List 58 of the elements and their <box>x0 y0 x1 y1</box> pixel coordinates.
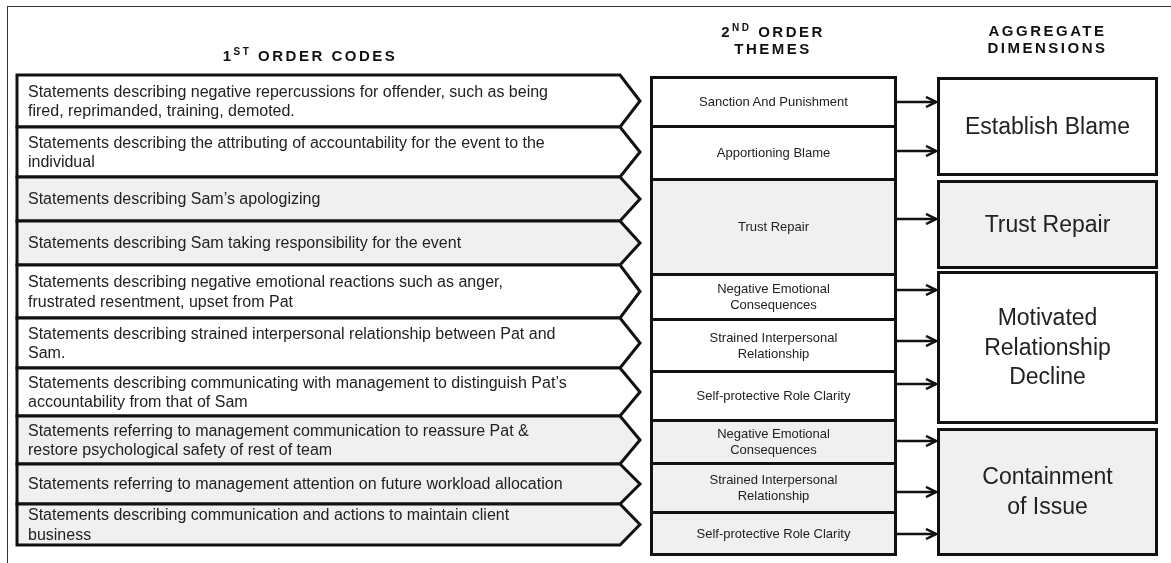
arrow <box>897 527 938 541</box>
theme-box <box>650 462 897 514</box>
node-text: Negative Emotional Consequences <box>716 281 831 313</box>
statement-box <box>17 464 640 504</box>
node-text: Trust Repair <box>984 209 1111 239</box>
arrow <box>897 144 938 158</box>
theme-box <box>650 273 897 321</box>
dimension-box <box>937 180 1158 269</box>
statement-box <box>17 416 640 464</box>
node-text: Statements referring to management attention on future workload allocation <box>28 474 563 494</box>
theme-box <box>650 511 897 556</box>
node-text: Statements describing negative emotional reactions such as anger, frustrated resentment, upset from Pat <box>28 272 504 311</box>
node-text: Establish Blame <box>965 111 1130 141</box>
theme-box <box>650 318 897 373</box>
node-text: Trust Repair <box>737 219 809 235</box>
node-text: Strained Interpersonal Relationship <box>708 472 839 504</box>
node-text: Sanction And Punishment <box>699 94 848 110</box>
node-text: Self-protective Role Clarity <box>696 388 851 404</box>
arrow <box>897 485 938 499</box>
arrow <box>897 212 938 226</box>
theme-box <box>650 125 897 181</box>
node-text: Statements describing the attributing of accountability for the event to the individual <box>28 132 546 172</box>
arrow <box>897 334 938 348</box>
dimension-box <box>937 271 1158 424</box>
theme-box <box>650 76 897 128</box>
arrow <box>897 377 938 391</box>
node-text: Motivated Relationship Decline <box>983 302 1112 392</box>
theme-box <box>650 419 897 465</box>
statement-box <box>17 177 640 221</box>
dimension-box <box>937 77 1158 176</box>
statement-box <box>17 504 640 545</box>
node-text: Statements describing negative repercussions for offender, such as being fired, reprimanded, training, demoted. <box>28 81 549 121</box>
node-text: Apportioning Blame <box>716 145 831 161</box>
statement-box <box>17 318 640 368</box>
statement-box <box>17 75 640 127</box>
arrow <box>897 95 938 109</box>
statement-box <box>17 368 640 416</box>
node-text: Statements describing communication and actions to maintain client business <box>28 505 511 544</box>
node-text: Statements describing communicating with management to distinguish Pat’s accountability from that of Sam <box>28 372 568 412</box>
node-text: Containment of Issue <box>981 462 1114 521</box>
column-heading: 1$^{ST}$ ORDER CODES <box>221 46 399 65</box>
arrow <box>897 434 938 448</box>
column-heading: 2$^{ND}$ ORDER THEMES <box>720 22 826 58</box>
statement-box <box>17 127 640 177</box>
node-text: Statements referring to management communication to reassure Pat & restore psychological safety of rest of team <box>28 420 530 460</box>
theme-box <box>650 178 897 276</box>
theme-box <box>650 370 897 422</box>
node-text: Statements describing Sam’s apologizing <box>28 189 321 209</box>
arrow <box>897 283 938 297</box>
statement-box <box>17 221 640 265</box>
node-text: Self-protective Role Clarity <box>696 525 851 542</box>
node-text: Statements describing strained interpersonal relationship between Pat and Sam. <box>28 323 557 363</box>
column-heading: AGGREGATE DIMENSIONS <box>986 22 1109 57</box>
dimension-box <box>937 428 1158 556</box>
node-text: Strained Interpersonal Relationship <box>708 329 839 362</box>
statement-box <box>17 265 640 318</box>
node-text: Statements describing Sam taking responsibility for the event <box>28 233 462 253</box>
node-text: Negative Emotional Consequences <box>716 426 831 458</box>
